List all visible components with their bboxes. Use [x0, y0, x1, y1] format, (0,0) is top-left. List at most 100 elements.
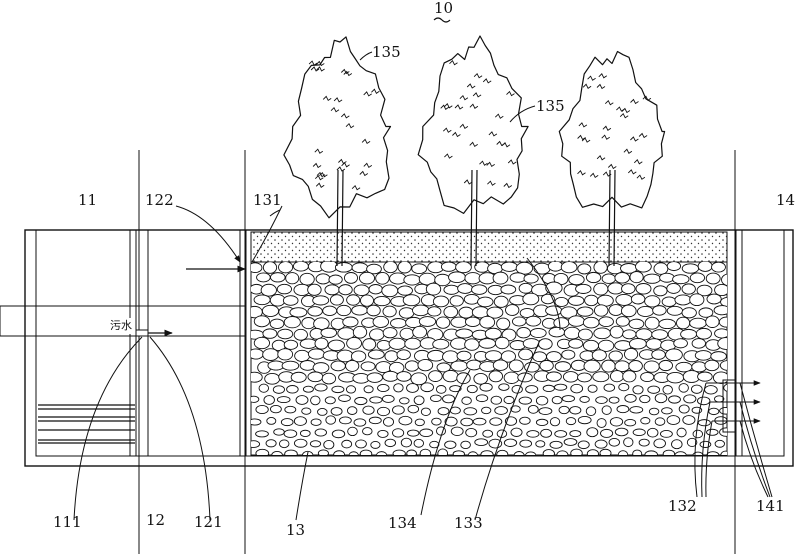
gravel-stone — [503, 371, 520, 384]
gravel-stone — [532, 351, 547, 363]
gravel-stone — [393, 383, 404, 393]
gravel-stone — [492, 359, 509, 371]
tree-group — [283, 35, 666, 267]
gravel-stone — [369, 328, 385, 341]
gravel-stone — [427, 306, 442, 317]
gravel-stone — [630, 293, 646, 305]
gravel-stone — [563, 438, 578, 446]
gravel-stone — [251, 395, 260, 403]
gravel-stone — [373, 296, 391, 307]
gravel-stone — [382, 370, 399, 382]
gravel-stone — [509, 272, 527, 283]
gravel-stone — [638, 438, 650, 447]
gravel-stone — [292, 262, 309, 272]
gravel-stone — [430, 394, 442, 403]
gravel-stone — [455, 262, 472, 274]
gravel-stone — [548, 326, 566, 338]
gravel-stone — [450, 316, 468, 328]
label-134: 134 — [388, 514, 417, 532]
tree-trunk — [336, 169, 344, 267]
gravel-stone — [429, 440, 440, 449]
leaf-mark — [469, 103, 479, 109]
gravel-stone — [629, 406, 644, 414]
leaf-mark — [340, 68, 350, 75]
gravel-stone — [674, 294, 692, 306]
gravel-stone — [681, 307, 697, 319]
gravel-stone — [635, 283, 652, 295]
gravel-stone — [617, 450, 629, 455]
gravel-stone — [600, 428, 614, 438]
gravel-stone — [269, 318, 285, 330]
leaf-mark — [336, 166, 346, 172]
gravel-stone — [442, 369, 459, 383]
gravel-stone — [384, 350, 399, 363]
gravel-stone — [310, 418, 322, 426]
gravel-stone — [384, 438, 397, 448]
gravel-stone — [465, 427, 478, 438]
gravel-stone — [585, 406, 597, 417]
gravel-stone — [666, 305, 684, 316]
gravel-stone — [338, 394, 351, 402]
gravel-stone — [346, 294, 361, 306]
leaf-mark — [452, 131, 461, 138]
gravel-stone — [400, 437, 413, 448]
gravel-stone — [427, 349, 445, 362]
gravel-stone — [420, 382, 434, 393]
leaf-mark — [308, 60, 318, 66]
gravel-stone — [328, 274, 343, 285]
gravel-stone — [689, 293, 705, 307]
gravel-stone — [554, 361, 572, 372]
gravel-stone — [270, 404, 282, 414]
gravel-stone — [529, 328, 547, 338]
gravel-stone — [538, 407, 553, 415]
gravel-stone — [307, 371, 324, 383]
gravel-stone — [577, 440, 590, 450]
gravel-stone — [375, 272, 390, 285]
gravel-stone — [615, 293, 633, 306]
gravel-stone — [457, 283, 474, 294]
gravel-stone — [496, 449, 509, 455]
gravel-stone — [347, 406, 358, 415]
leaf-mark — [315, 60, 325, 67]
gravel-stone — [622, 329, 637, 340]
gravel-stone — [493, 295, 509, 308]
gravel-stone — [448, 271, 466, 283]
leaf-mark — [314, 174, 324, 181]
leaf-mark — [338, 158, 347, 165]
gravel-stone — [710, 351, 727, 362]
gravel-stone — [330, 407, 343, 416]
gravel-stone — [366, 372, 383, 383]
gravel-stone — [322, 305, 338, 316]
gravel-stone — [690, 384, 703, 394]
gravel-stone — [286, 385, 299, 394]
gravel-stone — [404, 337, 422, 350]
gravel-stone — [370, 440, 381, 449]
leaf-mark — [487, 180, 496, 186]
leaf-mark — [444, 153, 453, 159]
gravel-stone — [375, 451, 388, 455]
gravel-stone — [273, 428, 285, 436]
gravel-stone — [392, 449, 406, 455]
leaf-mark — [442, 127, 452, 133]
gravel-stone — [509, 340, 526, 351]
gravel-stone — [410, 372, 428, 386]
gravel-stone — [644, 450, 658, 455]
label-14: 14 — [776, 191, 796, 209]
gravel-stone — [464, 272, 482, 285]
leaf-mark — [459, 123, 469, 130]
leaf-mark — [507, 159, 517, 165]
leaf-mark — [371, 88, 380, 94]
tank-12 — [147, 229, 247, 457]
gravel-stone — [647, 385, 661, 394]
leaf-mark — [315, 182, 325, 188]
leaf-mark — [630, 98, 639, 105]
gravel-stone — [262, 348, 279, 361]
gravel-stone — [460, 417, 474, 427]
gravel-stone — [467, 451, 479, 455]
leaf-mark — [479, 160, 488, 166]
gravel-stone — [553, 383, 568, 391]
gravel-stone — [570, 448, 583, 455]
leaf-mark — [316, 66, 325, 72]
gravel-stone — [315, 273, 331, 285]
gravel-stone — [594, 439, 608, 449]
